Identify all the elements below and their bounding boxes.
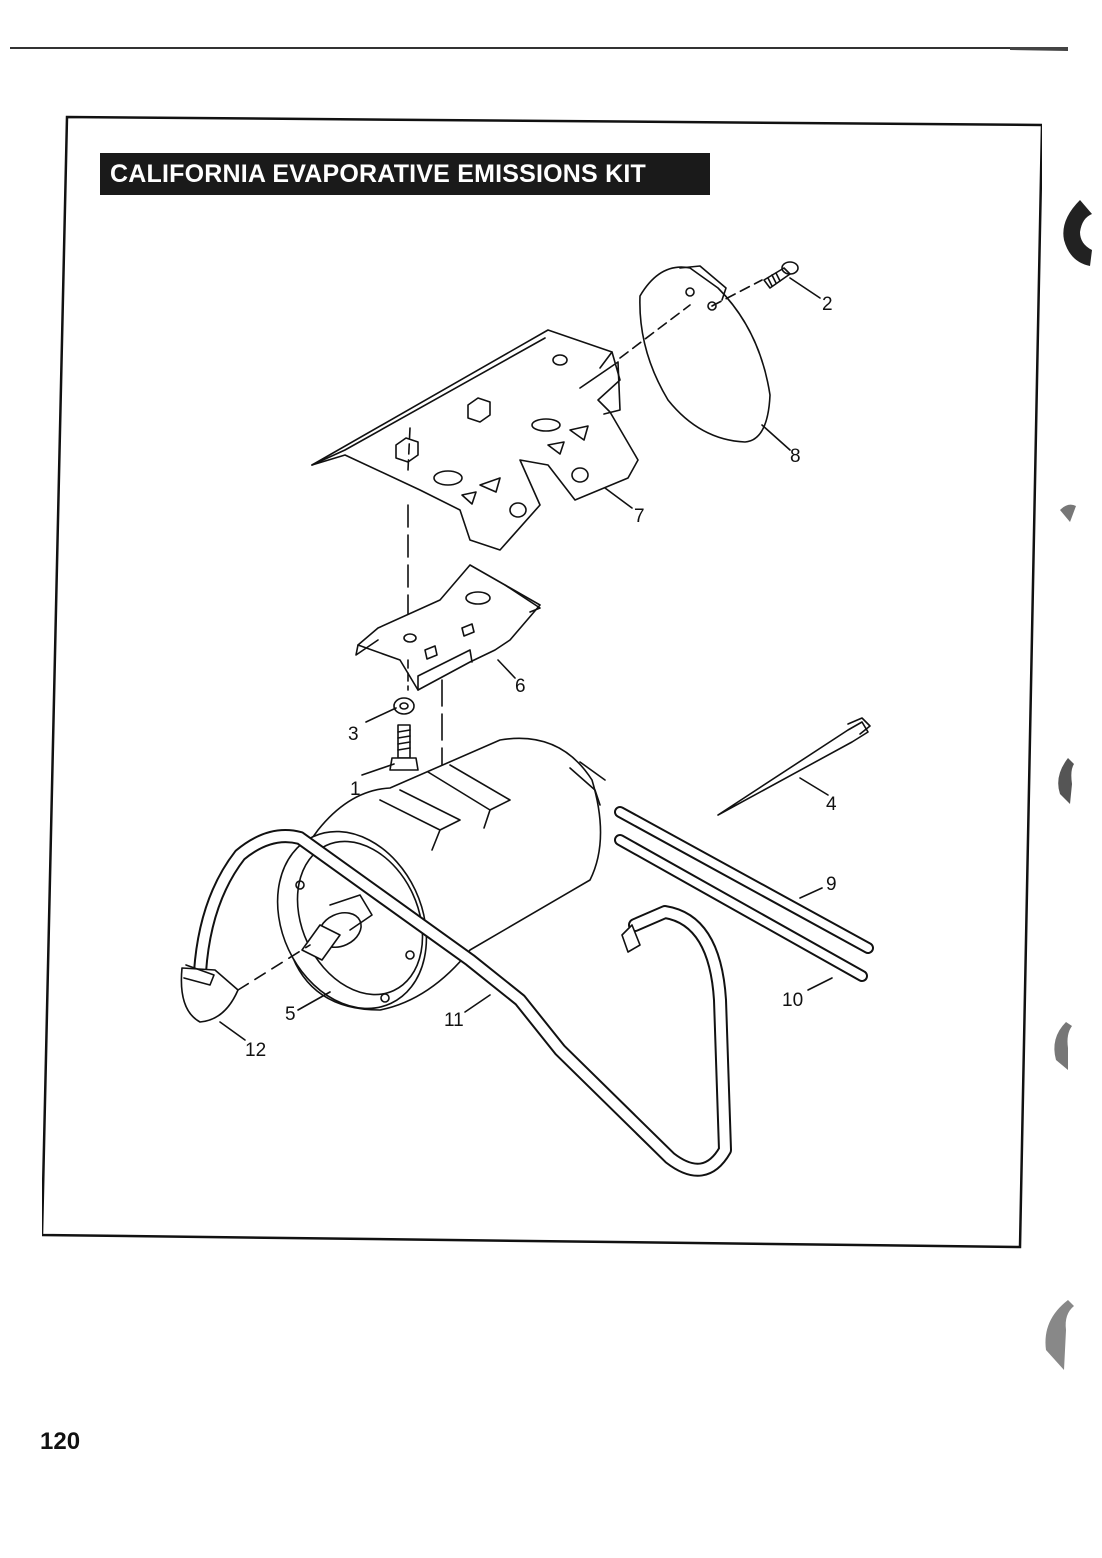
top-rule [10, 47, 1068, 51]
callout-11: 11 [444, 1010, 464, 1031]
binder-hole-mark [1058, 758, 1074, 804]
page-number: 120 [40, 1428, 81, 1455]
part-4-cable-tie [717, 717, 871, 816]
callout-3: 3 [348, 724, 359, 745]
part-11-hose [193, 829, 732, 1177]
callout-10: 10 [782, 990, 803, 1011]
callout-12: 12 [245, 1040, 266, 1061]
binder-edge [1045, 200, 1092, 1370]
part-2-screw [763, 261, 799, 289]
diagram-title: CALIFORNIA EVAPORATIVE EMISSIONS KIT [100, 153, 710, 195]
callout-7: 7 [634, 506, 645, 527]
part-12-elbow [180, 964, 239, 1023]
callout-5: 5 [285, 1004, 296, 1025]
callout-8: 8 [790, 446, 801, 467]
part-7-bracket [311, 329, 639, 551]
callout-1: 1 [350, 779, 361, 800]
figure-frame [42, 115, 1042, 1249]
screw-2-alignment-line [711, 279, 763, 307]
part-1-bolt [389, 724, 419, 771]
binder-hole-mark [1045, 1300, 1074, 1370]
part-3-washer [393, 697, 415, 715]
part-6-clamp-bracket [355, 564, 541, 691]
binder-hole-mark [1054, 1022, 1072, 1070]
callout-4: 4 [826, 794, 837, 815]
binder-hole-mark [1060, 504, 1076, 522]
elbow-alignment-line [237, 944, 311, 991]
part-5-canister [276, 737, 606, 1011]
part-8-heat-shield [639, 265, 771, 443]
part-10-hose [614, 834, 868, 982]
part-9-hose [614, 806, 874, 954]
binder-hole-mark [1063, 200, 1092, 266]
callout-2: 2 [822, 294, 833, 315]
callout-9: 9 [826, 874, 837, 895]
shield-alignment-line [619, 304, 691, 359]
callout-6: 6 [515, 676, 526, 697]
